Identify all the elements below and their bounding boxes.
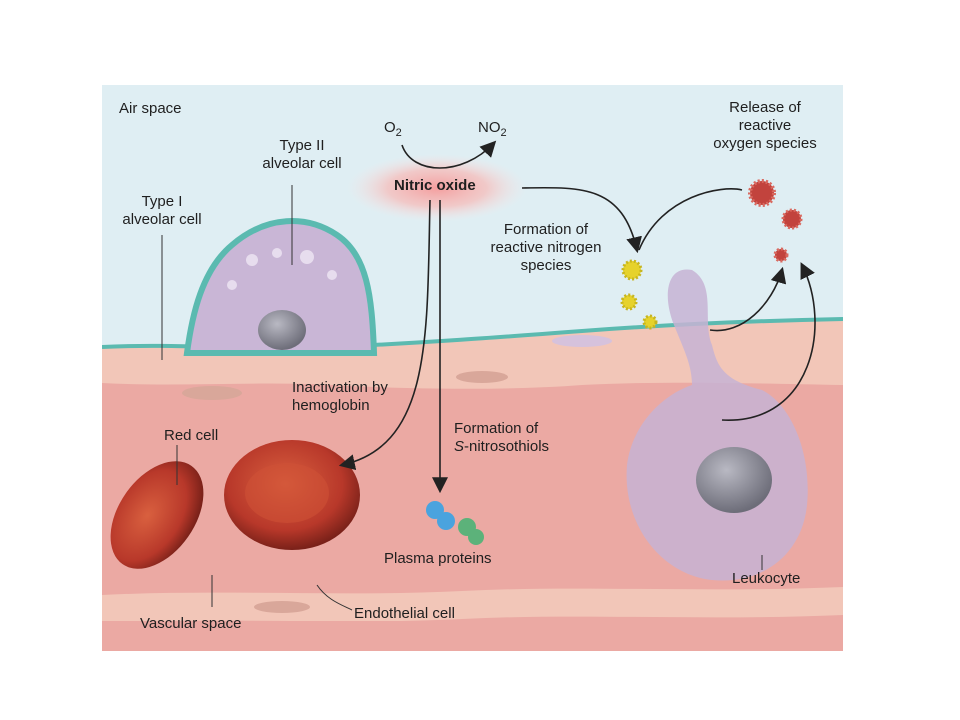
endothelial-nucleus	[456, 371, 508, 383]
endothelial-leader-line	[316, 584, 353, 611]
label-ros-line3: oxygen species	[713, 135, 817, 152]
no-to-rns-arrow	[521, 186, 642, 254]
lower-vascular-edge	[102, 621, 843, 651]
label-air-space: Air space	[119, 100, 182, 117]
type2-cell-nucleus	[258, 310, 306, 350]
no-to-red-cell-arrow	[338, 199, 431, 471]
label-rns-line3: species	[520, 257, 572, 274]
leukocyte	[626, 269, 808, 581]
label-inactivation-line1: Inactivation by	[292, 379, 388, 396]
leukocyte-nucleus	[696, 447, 772, 513]
ros-particle	[748, 179, 776, 207]
leukocyte-to-ros-arrow-2	[721, 262, 816, 421]
label-rns: Formation of reactive nitrogen species	[476, 221, 616, 275]
endothelial-nucleus	[254, 601, 310, 613]
label-sn-line2: S-nitrosothiols	[454, 438, 549, 456]
o2-base: O	[384, 119, 396, 136]
label-rns-line1: Formation of	[503, 221, 589, 238]
rns-particle	[642, 314, 658, 330]
label-s-nitrosothiols: Formation of S-nitrosothiols	[454, 420, 549, 456]
label-leukocyte: Leukocyte	[732, 570, 801, 587]
no2-subscript: 2	[500, 127, 507, 139]
nitric-oxide-lung-figure: Air space Type II alveolar cell Type I a…	[102, 85, 843, 651]
cell-vesicle	[327, 270, 337, 280]
cell-vesicle	[246, 254, 258, 266]
label-inactivation: Inactivation by hemoglobin	[292, 379, 388, 415]
label-ros-line1: Release of	[729, 99, 801, 116]
label-inactivation-line2: hemoglobin	[292, 397, 370, 414]
label-vascular-space: Vascular space	[140, 615, 242, 632]
type2-alveolar-cell	[183, 218, 378, 356]
cell-vesicle	[272, 248, 282, 258]
label-type1-line1: Type I	[141, 193, 183, 210]
label-endothelial-cell: Endothelial cell	[354, 605, 455, 622]
label-type2-line1: Type II	[279, 137, 325, 154]
figure-artwork	[102, 85, 843, 651]
label-ros-line2: reactive	[738, 117, 792, 134]
label-sn-line1: Formation of	[454, 420, 539, 437]
ros-particle	[781, 208, 803, 230]
rns-particle	[621, 259, 643, 281]
label-red-cell: Red cell	[164, 427, 219, 444]
endothelial-band	[102, 587, 843, 623]
label-sn-prefix: S	[454, 438, 465, 455]
label-rns-line2: reactive nitrogen	[490, 239, 602, 256]
cell-vesicle	[227, 280, 237, 290]
label-ros: Release of reactive oxygen species	[700, 99, 830, 153]
red-cell-1	[110, 461, 204, 569]
label-no2: NO2	[478, 119, 507, 142]
rns-particle	[620, 293, 638, 311]
label-type1-line2: alveolar cell	[122, 211, 202, 228]
nitric-oxide-glow	[347, 154, 527, 222]
label-sn-rest: -nitrosothiols	[464, 438, 550, 455]
red-cell-2-center	[245, 463, 329, 523]
cell-vesicle	[300, 250, 314, 264]
plasma-protein-green	[468, 529, 484, 545]
label-o2: O2	[384, 119, 402, 142]
no2-base: NO	[478, 119, 501, 136]
ros-curve	[638, 188, 743, 251]
label-nitric-oxide: Nitric oxide	[394, 177, 476, 194]
label-type1-cell: Type I alveolar cell	[112, 193, 212, 229]
label-plasma-proteins: Plasma proteins	[384, 550, 492, 567]
plasma-protein-blue	[426, 501, 444, 519]
type1-cell-nucleus	[552, 335, 612, 347]
o2-subscript: 2	[395, 127, 402, 139]
label-type2-line2: alveolar cell	[262, 155, 342, 172]
plasma-protein-blue	[437, 512, 455, 530]
ros-particle	[773, 247, 789, 263]
endothelial-nucleus	[182, 386, 242, 400]
label-type2-cell: Type II alveolar cell	[262, 137, 342, 173]
tissue-band-upper	[102, 319, 843, 389]
leukocyte-to-ros-arrow-1	[709, 266, 787, 332]
o2-to-no2-arrow	[401, 140, 497, 169]
